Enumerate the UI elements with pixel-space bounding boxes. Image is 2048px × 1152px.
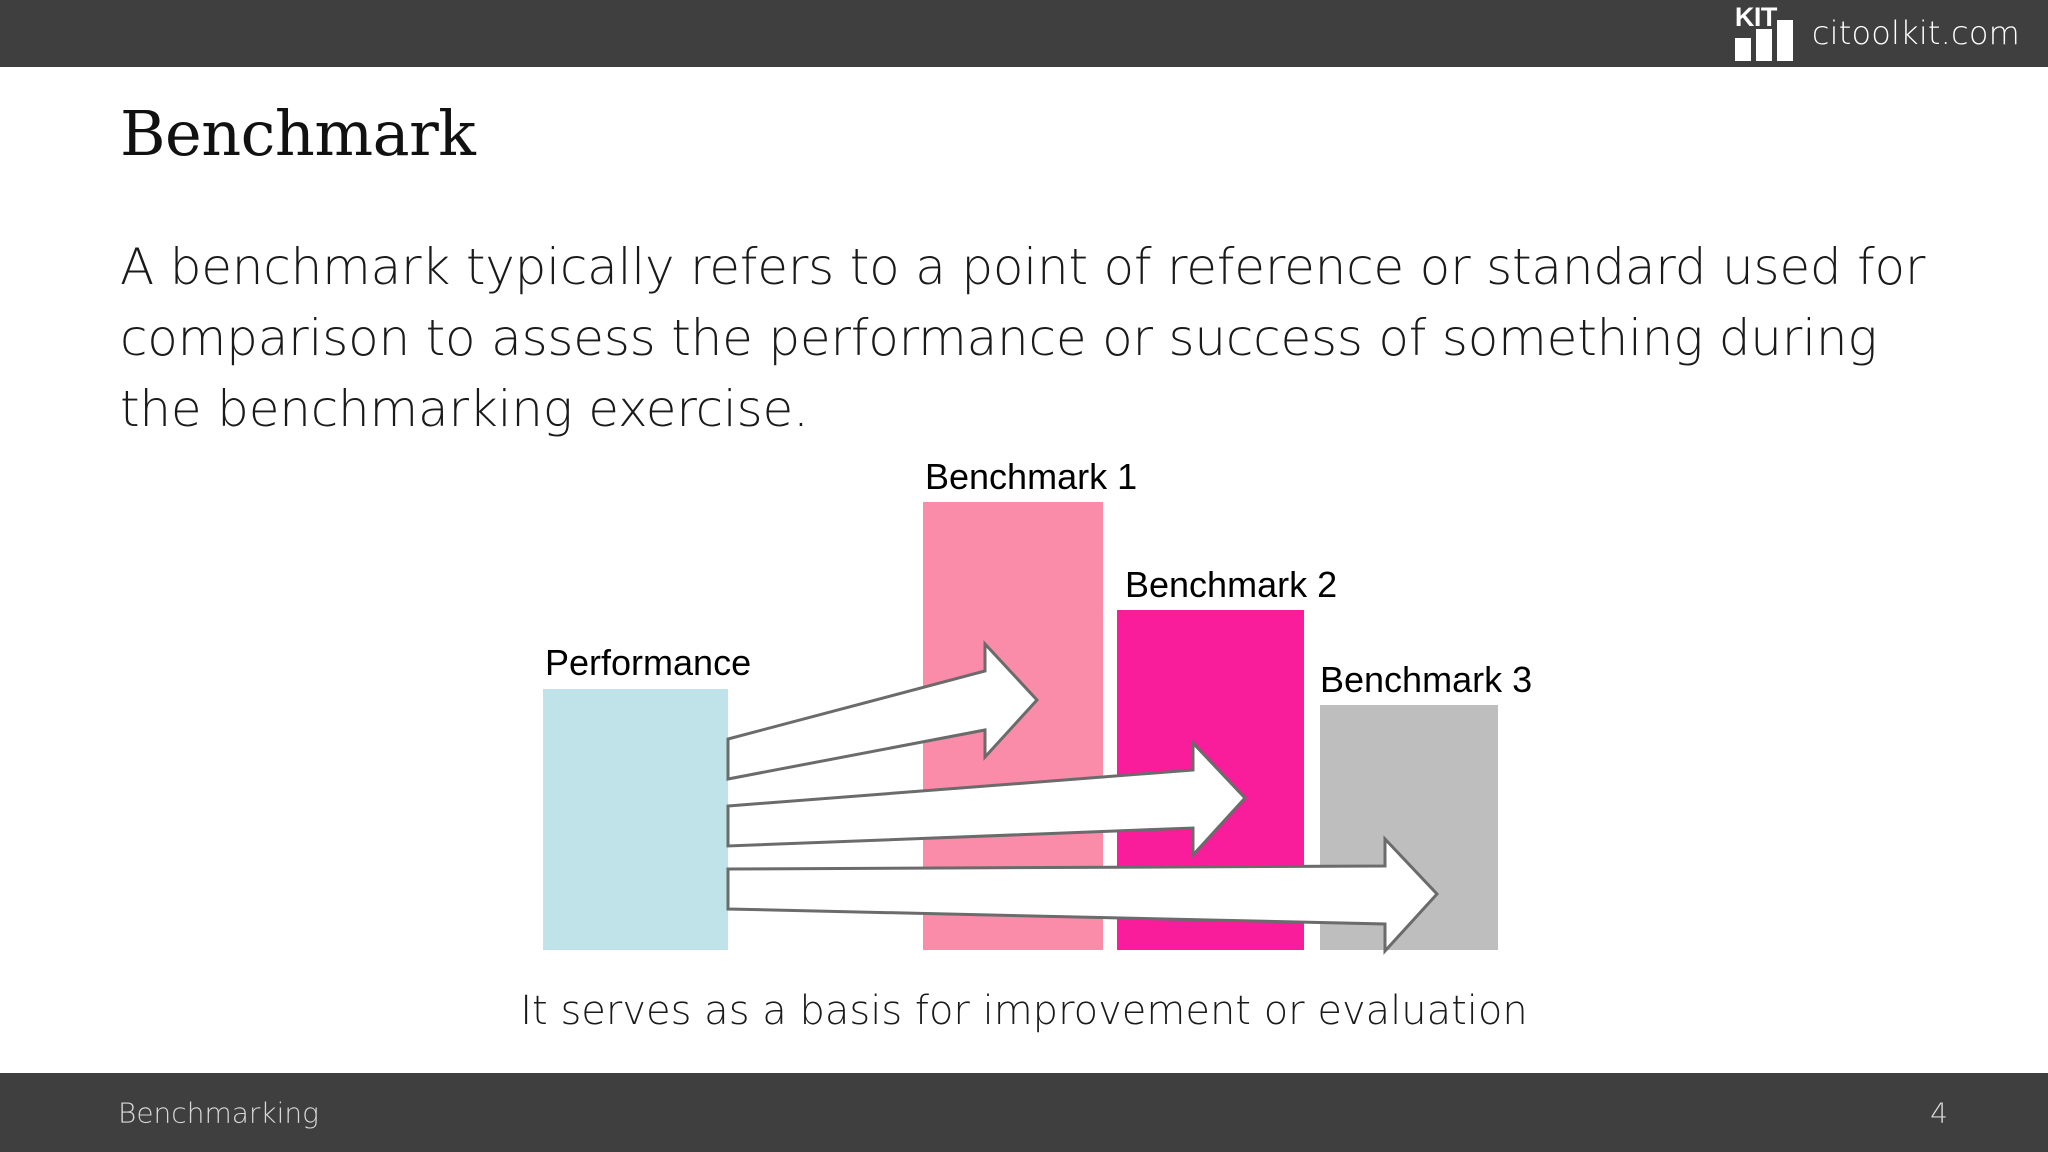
bar-benchmark-1: [923, 502, 1103, 950]
bar-label-benchmark-2: Benchmark 2: [1125, 564, 1337, 605]
logo-kit-text: KIT: [1734, 2, 1778, 32]
gap-arrow-to-benchmark-3: [726, 835, 1440, 955]
bar-benchmark-3: [1320, 705, 1498, 950]
footer-page-number: 4: [1930, 1096, 1948, 1129]
gap-arrow-to-benchmark-1: [726, 640, 1040, 781]
logo-bar-1: [1734, 38, 1751, 61]
logo-bar-3: [1776, 20, 1793, 61]
footer-bar: Benchmarking 4: [0, 1073, 2048, 1152]
gap-arrow-to-benchmark-2: [726, 739, 1248, 859]
bar-label-performance: Performance: [545, 642, 751, 683]
page-title: Benchmark: [120, 97, 476, 170]
brand-logo[interactable]: KIT citoolkit.com: [1734, 2, 2020, 64]
logo-bar-2: [1755, 29, 1772, 61]
bar-label-benchmark-3: Benchmark 3: [1320, 659, 1532, 700]
chart-caption: It serves as a basis for improvement or …: [520, 988, 1528, 1034]
bar-performance: [543, 689, 728, 950]
bar-chart-logo-icon: KIT: [1734, 4, 1798, 62]
logo-bars: [1734, 20, 1797, 61]
footer-topic: Benchmarking: [118, 1096, 319, 1129]
brand-site-label: citoolkit.com: [1811, 14, 2020, 52]
bar-label-benchmark-1: Benchmark 1: [925, 456, 1137, 497]
bar-benchmark-2: [1117, 610, 1304, 950]
body-paragraph: A benchmark typically refers to a point …: [120, 238, 1926, 438]
top-bar: KIT citoolkit.com: [0, 0, 2048, 67]
